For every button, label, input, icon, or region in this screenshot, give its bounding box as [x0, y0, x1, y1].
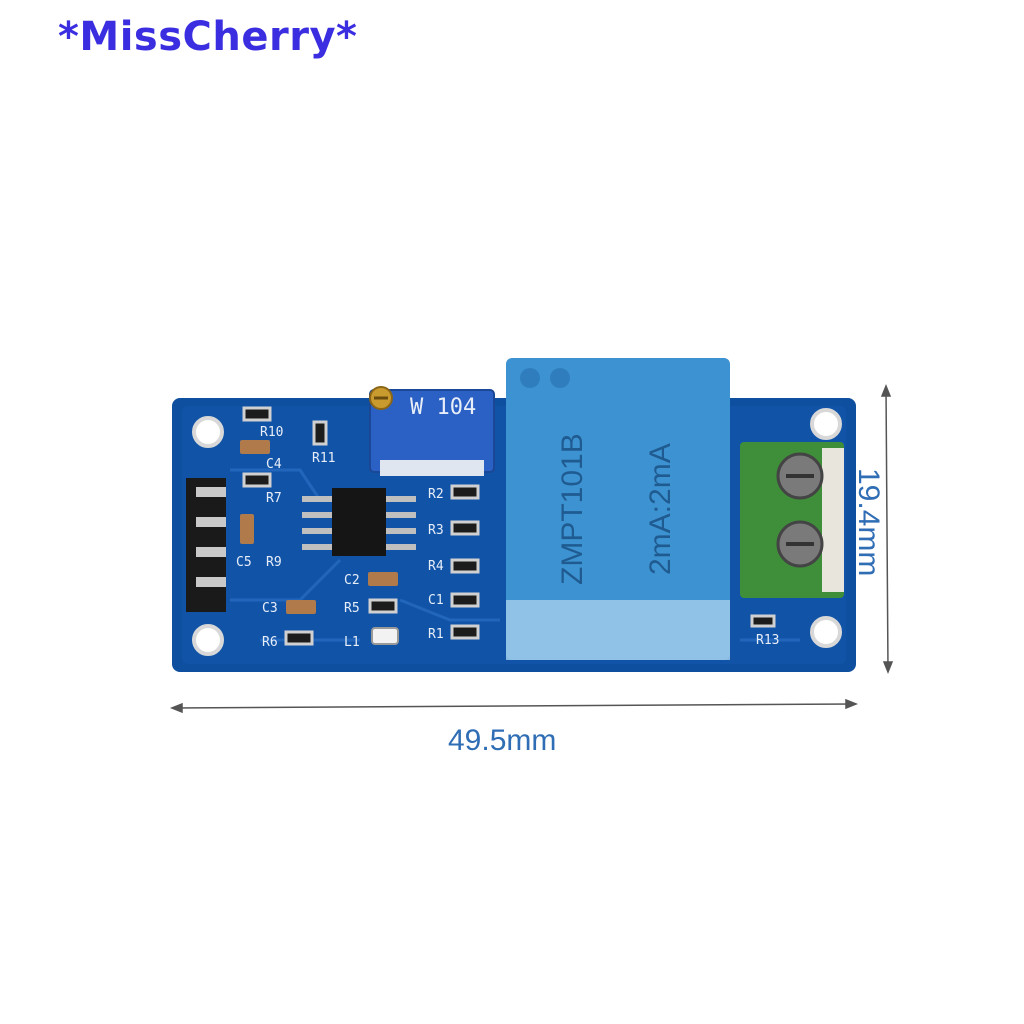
label-l1: L1 [344, 635, 360, 650]
label-r2: R2 [428, 487, 444, 502]
width-dimension-arrow [169, 698, 859, 714]
transformer [506, 358, 730, 660]
width-dimension-label: 49.5mm [448, 724, 557, 757]
label-c3: C3 [262, 601, 278, 616]
label-r11: R11 [312, 451, 335, 466]
pin-header [186, 478, 226, 612]
watermark-text: *MissCherry* [58, 14, 358, 60]
label-r10: R10 [260, 425, 283, 440]
screw-terminal [740, 442, 844, 598]
label-r3: R3 [428, 523, 444, 538]
height-dimension-label: 19.4mm [852, 468, 885, 577]
label-c5: C5 [236, 555, 252, 570]
label-c2: C2 [344, 573, 360, 588]
label-r9: R9 [266, 555, 282, 570]
transformer-rating: 2mA:2mA [644, 443, 677, 575]
mounting-holes [192, 408, 842, 656]
label-c4: C4 [266, 457, 282, 472]
potentiometer-code: W 104 [410, 395, 476, 420]
label-c1: C1 [428, 593, 444, 608]
op-amp-chip [302, 488, 416, 556]
potentiometer [369, 386, 495, 476]
transformer-model: ZMPT101B [556, 433, 589, 585]
label-r13: R13 [756, 633, 779, 648]
label-r7: R7 [266, 491, 282, 506]
silkscreen-labels: R10 R11 C4 R7 R9 C5 C2 R5 C3 R6 L1 R2 R3… [236, 425, 779, 650]
label-r1: R1 [428, 627, 444, 642]
label-r6: R6 [262, 635, 278, 650]
label-r4: R4 [428, 559, 444, 574]
smd-components [240, 406, 776, 646]
height-dimension-arrow [880, 383, 894, 675]
label-r5: R5 [344, 601, 360, 616]
